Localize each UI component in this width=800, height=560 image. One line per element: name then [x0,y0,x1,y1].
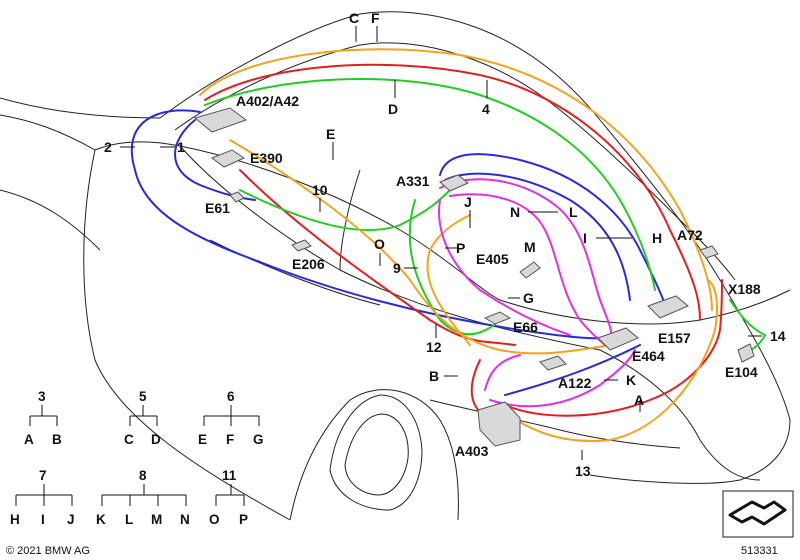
orientation-icon [722,490,794,538]
legend-child-C: C [124,432,134,447]
leader-lines [120,26,762,460]
label-4: 4 [482,101,490,117]
label-A122: A122 [558,375,592,391]
module-a402[interactable] [193,107,248,133]
label-K: K [626,372,636,388]
label-A: A [634,392,644,408]
label-E390: E390 [250,150,283,166]
module-e61[interactable] [229,191,245,203]
part-number: 513331 [741,545,778,557]
legend: 3 A B 5 C D 6 E F G [10,389,264,527]
label-E61: E61 [205,200,230,216]
legend-parent-3: 3 [38,389,46,404]
label-N: N [510,204,520,220]
label-X188: X188 [728,281,761,297]
label-I: I [583,230,587,246]
legend-child-P: P [239,512,248,527]
label-E: E [326,126,335,142]
wiring-harness [130,48,766,442]
legend-group-5: 5 C D [124,389,161,447]
label-E206: E206 [292,256,325,272]
legend-group-6: 6 E F G [198,389,264,447]
legend-child-I: I [41,512,45,527]
label-G: G [523,290,534,306]
label-A402-A42: A402/A42 [236,93,299,109]
legend-parent-7: 7 [39,468,47,483]
module-e104[interactable] [737,343,755,363]
components [193,107,755,447]
label-A331: A331 [396,173,430,189]
label-9: 9 [393,260,401,276]
legend-parent-6: 6 [227,389,235,404]
module-a72[interactable] [699,245,719,259]
label-E157: E157 [658,330,691,346]
legend-child-J: J [67,512,75,527]
module-a331[interactable] [439,174,469,192]
legend-child-L: L [125,512,133,527]
label-L: L [569,204,578,220]
diagram-labels: C F D 4 A402/A42 E 2 1 E390 10 E61 A331 … [104,10,786,479]
legend-child-E: E [198,432,207,447]
module-e390[interactable] [210,149,246,168]
legend-child-N: N [180,512,190,527]
module-e157[interactable] [647,295,689,319]
module-a403[interactable] [477,401,521,447]
label-1: 1 [177,139,185,155]
legend-child-O: O [209,512,220,527]
module-e206[interactable] [291,239,312,252]
module-e405[interactable] [519,261,541,279]
legend-group-8: 8 K L M N [96,468,190,527]
label-E405: E405 [476,251,509,267]
legend-child-D: D [151,432,161,447]
label-13: 13 [575,463,591,479]
legend-group-7: 7 H I J [10,468,75,527]
copyright-text: © 2021 BMW AG [6,545,90,557]
label-P: P [456,240,465,256]
label-C: C [349,10,359,26]
label-A403: A403 [455,443,489,459]
label-B: B [429,368,439,384]
module-a122[interactable] [539,355,567,371]
legend-child-K: K [96,512,106,527]
label-D: D [388,101,398,117]
label-F: F [371,10,380,26]
label-E464: E464 [632,348,665,364]
label-14: 14 [770,328,786,344]
label-E104: E104 [725,364,758,380]
label-O: O [374,236,385,252]
module-e66[interactable] [483,311,512,325]
legend-child-H: H [10,512,20,527]
legend-parent-5: 5 [139,389,147,404]
module-e464[interactable] [597,327,639,351]
label-J: J [464,194,472,210]
legend-child-B: B [52,432,62,447]
legend-child-M: M [151,512,162,527]
legend-parent-8: 8 [139,468,147,483]
label-12: 12 [426,339,442,355]
label-2: 2 [104,139,112,155]
legend-parent-11: 11 [222,468,237,483]
legend-child-A: A [24,432,34,447]
legend-child-F: F [226,432,234,447]
legend-group-3: 3 A B [24,389,62,447]
label-H: H [652,230,662,246]
label-M: M [524,239,536,255]
label-10: 10 [312,182,328,198]
legend-group-11: 11 O P [209,468,248,527]
label-A72: A72 [677,227,703,243]
label-E66: E66 [513,319,538,335]
legend-child-G: G [253,432,264,447]
